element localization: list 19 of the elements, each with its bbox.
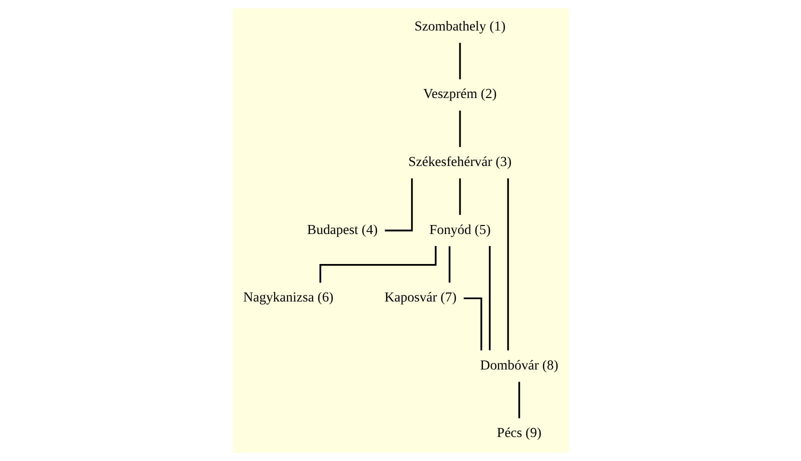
node-text: Veszprém (2) [422,86,496,102]
connector [463,297,482,350]
node-text: Budapest (4) [306,222,378,237]
node-text: Nagykanizsa (6) [242,290,333,305]
node-text: Fonyód (5) [428,222,490,237]
connector [518,382,520,418]
node-text: Kaposvár (7) [384,290,456,305]
connector [448,246,450,283]
connector [458,110,460,148]
connector [318,246,436,283]
connector [458,178,460,215]
node-text: Dombóvár (8) [480,357,558,372]
connector [384,178,412,232]
node-text: Székesfehérvár (3) [408,154,512,169]
connector [488,246,490,350]
connector [458,42,460,80]
connector [506,178,508,350]
node-text: Szombathely (1) [414,18,506,34]
node-text: Pécs (9) [496,425,542,440]
